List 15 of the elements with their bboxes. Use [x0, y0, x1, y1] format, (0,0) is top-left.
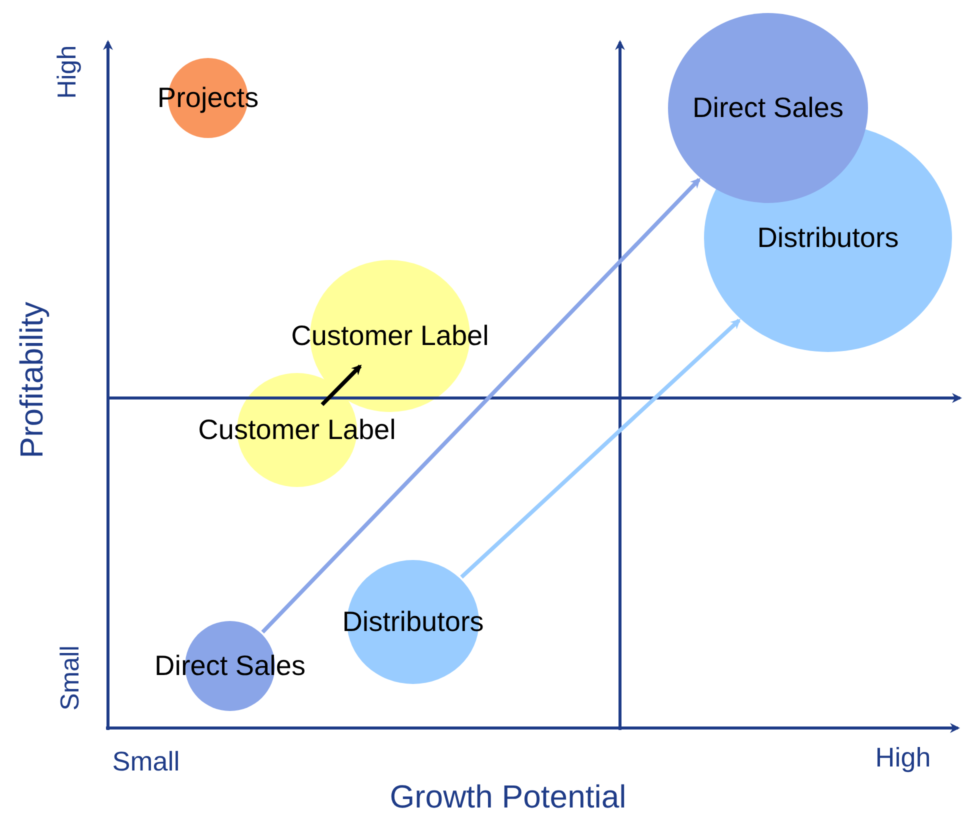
bubble-label: Customer Label	[198, 414, 396, 446]
axis-tick-label: High	[875, 742, 931, 774]
axis-title: Growth Potential	[390, 778, 626, 813]
arrow	[320, 364, 362, 406]
bubble-label: Distributors	[757, 222, 899, 254]
bubble-label: Direct Sales	[154, 650, 306, 682]
arrow	[460, 318, 741, 579]
axis-title: Profitability	[14, 302, 50, 458]
axis-tick-label: Small	[112, 746, 180, 778]
arrow	[261, 178, 700, 634]
axis-tick-label: Small	[54, 646, 86, 710]
bubble-label: Distributors	[342, 606, 484, 638]
bubble-label: Customer Label	[291, 320, 489, 352]
axis-tick-label: High	[52, 45, 82, 99]
bubble-label: Direct Sales	[692, 92, 844, 124]
